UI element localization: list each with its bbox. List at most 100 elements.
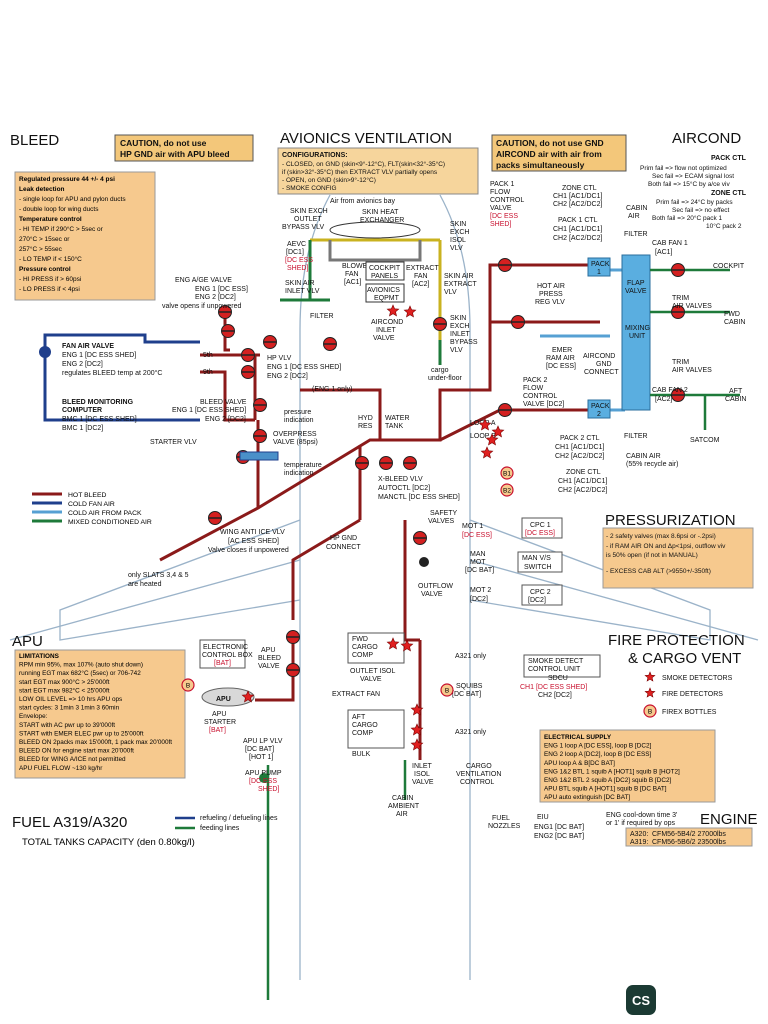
inlet-isol-label-3: VALVE (412, 779, 434, 786)
fwd-cargo-label-2: CARGO (352, 644, 378, 651)
smoke-detector-icon (400, 639, 414, 652)
pack1-box-num: 1 (597, 269, 601, 276)
loop-b-label: LOOP B (470, 433, 496, 440)
pack1-ctl-ch1: CH1 [AC1/DC1] (553, 226, 602, 233)
water-tank-label: WATER (385, 415, 410, 422)
elec-supply-line: APU loop A & B[DC BAT] (544, 760, 615, 767)
bleed-note-line: Leak detection (19, 186, 65, 193)
mixed-air-lines (266, 268, 740, 1000)
water-tank-label-2: TANK (385, 423, 403, 430)
apu-pump-label: APU PUMP (245, 770, 282, 777)
legend-label: COLD FAN AIR (68, 501, 115, 508)
firex-bottle-cargo-icon-label: B (445, 688, 449, 695)
pack1-flow-label: PACK 1 (490, 181, 514, 188)
elec-supply-line: ENG 1&2 BTL 2 squib A [DC2] squib B [DC2… (544, 777, 672, 784)
mot2-sub: [DC2] (470, 596, 488, 603)
zone-ctl-line-1: Prim fail => 24°C by packs (656, 198, 733, 206)
cargo-vent-label-2: VENTILATION (456, 771, 501, 778)
apu-limit-line: running EGT max 682°C (5sec) or 706-742 (19, 669, 141, 677)
engine-box (625, 827, 753, 847)
xbleed-label-3: MANCTL [DC ESS SHED] (378, 494, 460, 501)
fwd-cargo-label: FWD (352, 636, 368, 643)
pack-ctl-notes: PACK CTL Prim fail => flow not optimized… (640, 155, 747, 230)
fuel-feed-label: feeding lines (200, 825, 240, 832)
bleed-labels: FAN AIR VALVE ENG 1 [DC ESS SHED] ENG 2 … (62, 277, 460, 588)
section-avionics: AVIONICS VENTILATION (280, 130, 452, 147)
cargo-underfloor-2: under-floor (428, 375, 463, 382)
a320-value: CFM56-5B4/2 27000lbs (652, 831, 726, 838)
aevc-label-3: [DC ESS (285, 257, 313, 264)
fuel-labels: refueling / defueling lines feeding line… (22, 812, 753, 848)
extract-fan-label-3: [AC2] (412, 281, 430, 288)
precooler-icon (239, 451, 279, 461)
section-apu: APU (12, 633, 43, 650)
firex-bottle-b2-icon (500, 483, 514, 497)
elec-supply-line: APU auto extinguish [DC BAT] (544, 794, 630, 801)
apu-pump-label-3: SHED] (258, 786, 279, 793)
pack-ctl-title: PACK CTL (711, 155, 747, 162)
hot-air-label-2: PRESS (539, 291, 563, 298)
bleed-note-line: - HI TEMP if 290°C > 5sec or (19, 225, 104, 233)
mixing-unit-label-2: UNIT (629, 333, 646, 340)
apu-engine (201, 687, 255, 707)
smoke-detector-icon (478, 418, 492, 431)
skin-air-extract-label: SKIN AIR (444, 273, 474, 280)
bleed-note-line: - LO PRESS if < 4psi (19, 286, 80, 293)
apu-starter-label-3: [BAT] (209, 727, 226, 734)
cab-fan2-sub: [AC2] (655, 396, 673, 403)
aevc-label: AEVC (287, 241, 306, 248)
eng1-only: (ENG 1 only) (312, 386, 352, 393)
hyd-res-label-2: RES (358, 423, 373, 430)
avionics-loop (280, 238, 442, 365)
hp-gnd-label-2: CONNECT (326, 544, 361, 551)
elec-supply-line: ELECTRICAL SUPPLY (544, 734, 612, 741)
firex-bottle-apu-icon (181, 678, 195, 692)
smoke-detector-icon (410, 723, 424, 736)
avionics-config-closed-2: if (skin>32°-35°C) then EXTRACT VLV part… (282, 168, 438, 176)
air-from-bay: Air from avionics bay (330, 198, 395, 205)
emer-ram-label: EMER (552, 347, 572, 354)
pack1-ctl-label: PACK 1 CTL (558, 217, 598, 224)
cabin-air-b-label-2: (55% recycle air) (626, 461, 679, 468)
pack2-flow-label: PACK 2 (523, 377, 547, 384)
ninth-stage: 9th (203, 369, 213, 376)
elec-supply-line: APU BTL squib A [HOT1] squib B [DC BAT] (544, 786, 667, 793)
cpc1-box (521, 517, 563, 539)
avionics-config-title: CONFIGURATIONS: (282, 152, 348, 159)
fwd-cabin-label-2: CABIN (724, 319, 745, 326)
hot-air-label-3: REG VLV (535, 299, 565, 306)
cab-fan1-label: CAB FAN 1 (652, 240, 688, 247)
pack1-box-label: PACK (591, 261, 610, 268)
pressure-ind-2: indication (284, 417, 314, 424)
apu-limit-line: START with AC pwr up to 39'000ft (19, 722, 115, 729)
emer-ram-label-3: [DC ESS] (546, 363, 576, 370)
skin-exch-isol-label-4: VLV (450, 245, 463, 252)
press-note-1: - 2 safety valves (max 8.6psi or -.2psi) (606, 533, 716, 540)
pack2-ctl-ch2: CH2 [AC2/DC2] (555, 453, 604, 460)
squibs-label: SQUIBS (456, 683, 483, 690)
skin-heat-exch-label: SKIN HEAT (362, 209, 399, 216)
smoke-detector-legend-icon (644, 671, 656, 682)
cpc2-box (521, 584, 563, 606)
legend-label: HOT BLEED (68, 492, 106, 499)
section-bleed: BLEED (10, 132, 59, 149)
filter3-label: FILTER (624, 433, 648, 440)
apu-pump-icon (259, 773, 269, 783)
eag-note: valve opens if unpowered (162, 303, 241, 310)
apu-bleed-label: APU (261, 647, 275, 654)
pack1-box (587, 257, 611, 277)
bleed-note-line: Temperature control (19, 216, 82, 223)
apu-limit-line: BLEED ON 2packs max 15'000ft, 1 pack max… (19, 739, 172, 746)
apu-starter-label: APU (212, 711, 226, 718)
cabin-air-b-label: CABIN AIR (626, 453, 661, 460)
skin-exch-isol-label-2: EXCH (450, 229, 469, 236)
section-fire-2: & CARGO VENT (628, 650, 741, 667)
pack2-ctl-ch1: CH1 [AC1/DC1] (555, 444, 604, 451)
pack-ctl-line-3: Both fail => 15°C by a/ce viv (648, 180, 730, 188)
bleed-valve-eng1: ENG 1 [DC ESS SHED] (172, 407, 246, 414)
fwd-cabin-label: FWD (724, 311, 740, 318)
cabin-ambient-label: CABIN (392, 795, 413, 802)
pack1-flow-label-5: [DC ESS (490, 213, 518, 220)
skin-exch-inlet-label-3: INLET (450, 331, 471, 338)
section-aircond: AIRCOND (672, 130, 741, 147)
